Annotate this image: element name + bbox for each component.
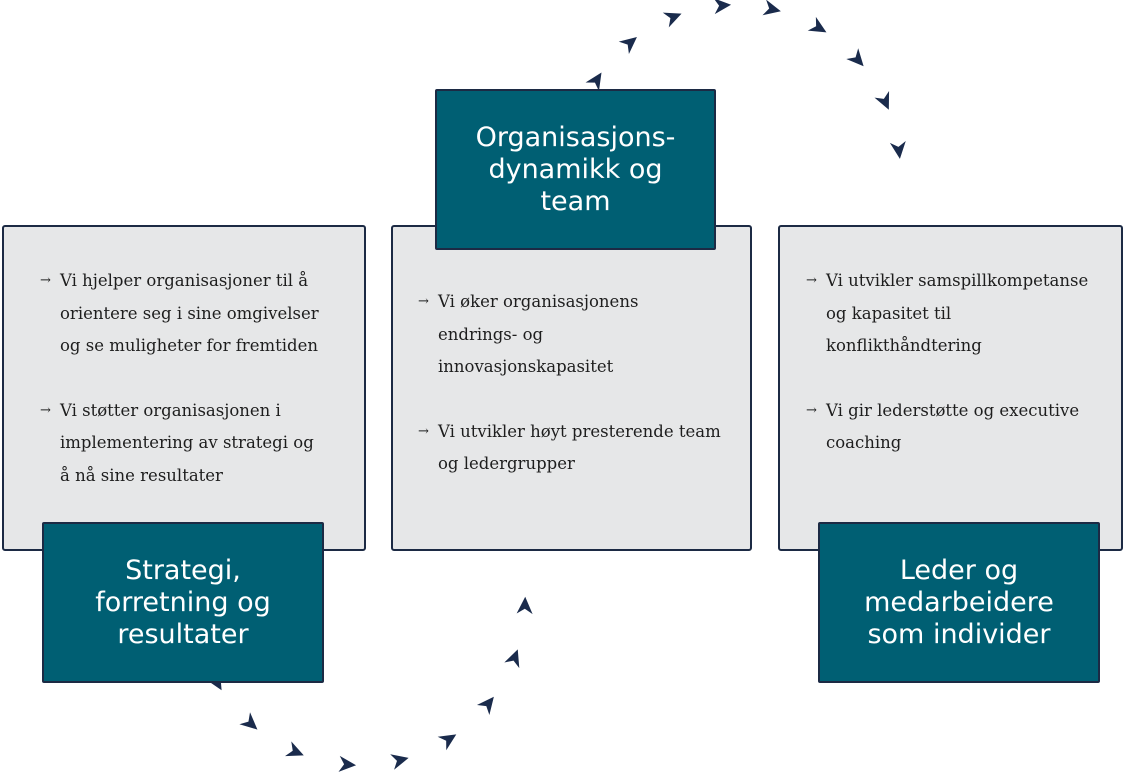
arrowhead-icon — [504, 649, 520, 669]
right-arrow-icon: → — [40, 402, 51, 418]
title-line: Leder og — [899, 554, 1019, 586]
bullet-line: orientere seg i sine omgivelser — [60, 303, 319, 323]
title-line: som individer — [867, 618, 1051, 650]
bullet-item: → Vi støtter organisasjonen i implemente… — [40, 395, 319, 493]
top-cycle-arrow — [585, 0, 906, 159]
arrowhead-icon — [662, 12, 682, 28]
bullet-line: innovasjonskapasitet — [438, 357, 614, 376]
bullet-line: implementering av strategi og — [60, 433, 314, 452]
individual-bullets: → Vi utvikler samspillkompetanse og kapa… — [806, 265, 1088, 460]
bullet-line: Vi gir lederstøtte og executive — [826, 400, 1080, 420]
arrowhead-icon — [285, 741, 304, 757]
arrowhead-icon — [713, 0, 732, 15]
arrowhead-icon — [476, 696, 494, 716]
bullet-line: coaching — [826, 433, 902, 452]
title-line: dynamikk og — [488, 153, 663, 185]
arrowhead-icon — [618, 36, 637, 54]
arrowhead-icon — [239, 712, 258, 730]
arrowhead-icon — [874, 91, 890, 110]
bullet-line: Vi utvikler høyt presterende team — [438, 421, 721, 441]
bullet-line: og kapasitet til — [826, 303, 952, 323]
organization-title-box: Organisasjons- dynamikk og team — [435, 89, 716, 250]
right-arrow-icon: → — [418, 294, 429, 309]
arrowhead-icon — [338, 755, 357, 772]
bullet-item: → Vi hjelper organisasjoner til å orient… — [40, 265, 319, 363]
right-arrow-icon: → — [418, 423, 429, 439]
right-arrow-icon: → — [806, 402, 817, 418]
bullet-line: og se muligheter for fremtiden — [60, 336, 318, 355]
arrowhead-icon — [585, 72, 602, 92]
title-line: Strategi, — [125, 554, 241, 586]
bullet-line: Vi hjelper organisasjoner til å — [60, 271, 309, 290]
strategy-bullets: → Vi hjelper organisasjoner til å orient… — [40, 265, 319, 492]
right-arrow-icon: → — [40, 273, 51, 288]
title-line: team — [540, 185, 611, 217]
arrowhead-icon — [516, 596, 533, 615]
arrowhead-icon — [889, 140, 906, 159]
bullet-item: → Vi øker organisasjonens endrings- og i… — [418, 286, 721, 384]
bullet-line: og ledergrupper — [438, 454, 575, 473]
organization-bullets: → Vi øker organisasjonens endrings- og i… — [418, 286, 721, 481]
strategy-title-box: Strategi, forretning og resultater — [42, 522, 324, 683]
title-line: Organisasjons- — [475, 121, 676, 153]
organization-panel — [391, 225, 752, 551]
individual-title-box: Leder og medarbeidere som individer — [818, 522, 1100, 683]
bullet-line: endrings- og — [438, 324, 544, 344]
arrowhead-icon — [437, 734, 457, 751]
title-line: resultater — [117, 618, 249, 650]
arrowhead-icon — [390, 754, 409, 770]
individual-panel — [778, 225, 1123, 551]
bullet-item: → Vi utvikler høyt presterende team og l… — [418, 416, 721, 481]
bullet-item: → Vi utvikler samspillkompetanse og kapa… — [806, 265, 1088, 363]
bullet-line: Vi øker organisasjonens — [438, 292, 639, 311]
right-arrow-icon: → — [806, 273, 817, 288]
bullet-line: å nå sine resultater — [60, 465, 223, 485]
arrowhead-icon — [762, 0, 781, 16]
arrowhead-icon — [807, 16, 827, 33]
title-line: forretning og — [95, 586, 271, 618]
arrowhead-icon — [846, 48, 864, 67]
title-line: medarbeidere — [864, 586, 1054, 618]
strategy-panel — [2, 225, 366, 551]
bullet-item: → Vi gir lederstøtte og executive coachi… — [806, 395, 1088, 460]
bullet-line: Vi støtter organisasjonen i — [60, 400, 281, 420]
bullet-line: konflikthåndtering — [826, 336, 982, 355]
bullet-line: Vi utvikler samspillkompetanse — [826, 271, 1089, 290]
